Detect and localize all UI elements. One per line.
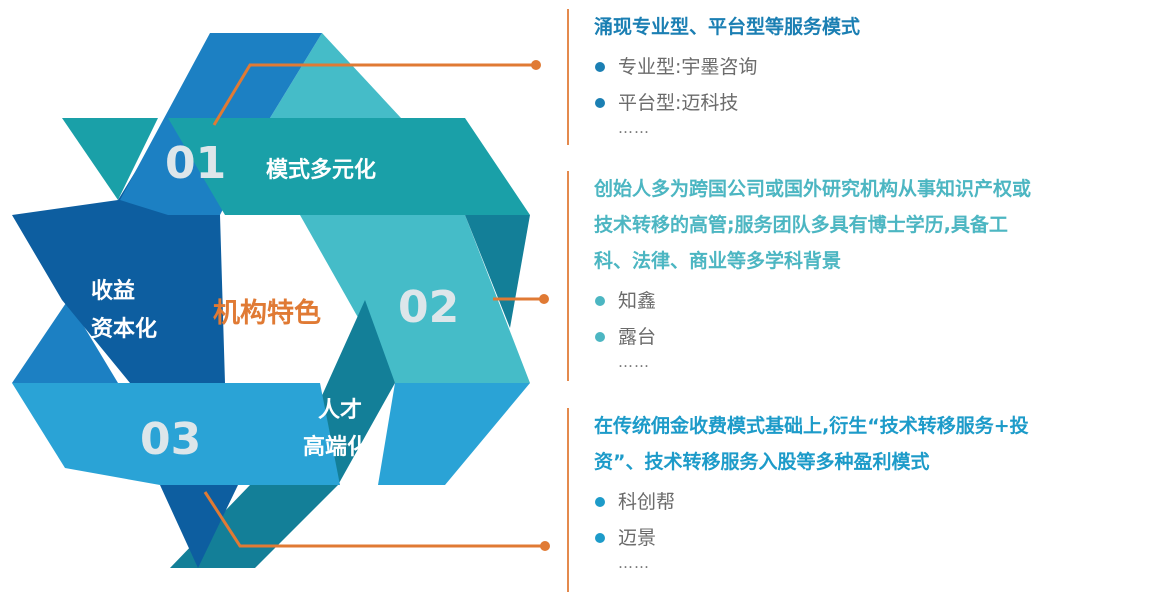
section-label-02-line1: 收益 — [91, 278, 135, 304]
list-item-text: 迈景 — [618, 527, 657, 549]
triangle-top-left — [62, 118, 158, 200]
section-label-03-line2: 高端化 — [303, 434, 369, 460]
list-item: 知鑫 — [594, 283, 1147, 319]
panel-heading: 创始人多为跨国公司或国外研究机构从事知识产权或 技术转移的高管;服务团队多具有博… — [594, 171, 1147, 279]
panel-divider-1 — [567, 9, 569, 145]
panel-divider-3 — [567, 408, 569, 592]
panel-heading-line: 在传统佣金收费模式基础上,衍生“技术转移服务+投 — [594, 415, 1029, 437]
panel-divider-2 — [567, 171, 569, 381]
more-ellipsis: …… — [618, 353, 650, 371]
panel-heading-line: 技术转移的高管;服务团队多具有博士学历,具备工 — [594, 214, 1008, 236]
panel-heading-line: 资”、技术转移服务入股等多种盈利模式 — [594, 451, 930, 473]
section-label-01: 模式多元化 — [266, 157, 376, 183]
connector-03 — [203, 491, 545, 548]
connector-01 — [212, 63, 536, 126]
band-bottom-right — [170, 300, 395, 568]
panel-heading-line: 科、法律、商业等多学科背景 — [594, 250, 842, 272]
center-label: 机构特色 — [213, 297, 321, 329]
list-item-text: 专业型:宇墨咨询 — [618, 56, 758, 78]
item-list: 科创帮 迈景 — [594, 484, 1147, 556]
list-item: 露台 — [594, 319, 1147, 355]
connector-dot-03 — [540, 541, 550, 551]
triangle-bottom — [160, 485, 238, 568]
section-label-02-line2: 资本化 — [91, 316, 157, 342]
list-item: 平台型:迈科技 — [594, 85, 1147, 121]
panel-heading-line: 创始人多为跨国公司或国外研究机构从事知识产权或 — [594, 178, 1032, 200]
list-item: 科创帮 — [594, 484, 1147, 520]
triangle-left-lower — [12, 300, 118, 383]
triangle-top-right — [270, 33, 401, 118]
section-number-03: 03 — [140, 414, 201, 465]
bullet-dot-icon — [595, 533, 605, 543]
list-item-text: 露台 — [618, 326, 657, 348]
bullet-dot-icon — [595, 98, 605, 108]
band-top — [168, 118, 530, 215]
item-list: 专业型:宇墨咨询 平台型:迈科技 — [594, 49, 1147, 121]
item-list: 知鑫 露台 — [594, 283, 1147, 355]
connector-dot-01 — [531, 60, 541, 70]
bullet-dot-icon — [595, 62, 605, 72]
band-bottom-right-piece — [378, 383, 530, 485]
feature-panel-3: 在传统佣金收费模式基础上,衍生“技术转移服务+投 资”、技术转移服务入股等多种盈… — [567, 408, 1147, 592]
connector-dot-02 — [539, 294, 549, 304]
section-number-01: 01 — [165, 138, 226, 189]
more-ellipsis: …… — [618, 119, 650, 137]
bullet-dot-icon — [595, 497, 605, 507]
section-number-02: 02 — [398, 282, 459, 333]
more-ellipsis: …… — [618, 554, 650, 572]
list-item-text: 知鑫 — [618, 290, 657, 312]
feature-panel-2: 创始人多为跨国公司或国外研究机构从事知识产权或 技术转移的高管;服务团队多具有博… — [567, 171, 1147, 381]
bullet-dot-icon — [595, 332, 605, 342]
section-label-03-line1: 人才 — [318, 397, 362, 423]
band-bottom — [12, 383, 340, 485]
list-item-text: 平台型:迈科技 — [618, 92, 739, 114]
bullet-dot-icon — [595, 296, 605, 306]
feature-panel-1: 涌现专业型、平台型等服务模式 专业型:宇墨咨询 平台型:迈科技 …… — [567, 9, 1147, 145]
panel-heading-line: 涌现专业型、平台型等服务模式 — [594, 16, 861, 38]
list-item: 迈景 — [594, 520, 1147, 556]
panel-heading: 在传统佣金收费模式基础上,衍生“技术转移服务+投 资”、技术转移服务入股等多种盈… — [594, 408, 1147, 480]
panel-heading: 涌现专业型、平台型等服务模式 — [594, 9, 1147, 45]
list-item: 专业型:宇墨咨询 — [594, 49, 1147, 85]
list-item-text: 科创帮 — [618, 491, 676, 513]
